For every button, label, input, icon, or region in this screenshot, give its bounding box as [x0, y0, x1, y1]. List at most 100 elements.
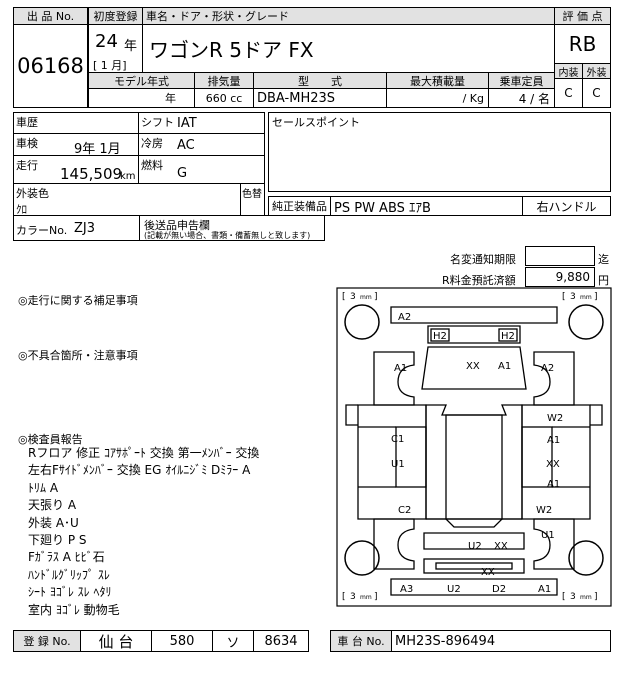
max-load: / Kg: [386, 88, 489, 108]
mark-rear-panel: XX: [481, 567, 495, 578]
registration-label: 登 録 No.: [13, 630, 81, 652]
cabin-outline: [425, 404, 523, 520]
mark-right-front-top: W2: [547, 413, 563, 424]
rear-bumper: [390, 578, 558, 596]
mark-tailgate-left: U2: [468, 541, 482, 552]
tire-depth-fl-close: ]: [374, 292, 378, 302]
mark-fender-right: A2: [541, 363, 554, 374]
headlight-left: [430, 328, 450, 342]
model-type: DBA-MH23S: [253, 88, 387, 108]
mark-rear-bumper-corner: A1: [538, 584, 551, 595]
name-change-label: 名変通知期限: [450, 253, 516, 266]
tire-depth-rl: 3: [350, 592, 356, 602]
tire-front-right: [568, 304, 604, 340]
fuel-cell: 燃料 G: [138, 155, 265, 184]
steering-side: 右ハンドル: [522, 196, 611, 216]
tire-rear-right: [568, 540, 604, 576]
rear-window-line: [426, 518, 522, 528]
history-label: 車歴: [16, 116, 38, 129]
type-label: 型 式: [253, 72, 387, 89]
first-registration-year: 24: [95, 31, 118, 52]
tire-depth-fr-unit: mm: [580, 294, 592, 301]
lot-number: 06168: [13, 24, 88, 108]
report-line: Rフロア 修正 ｺｱｻﾎﾟｰﾄ 交換 第一ﾒﾝﾊﾞｰ 交換: [28, 446, 260, 460]
sales-points-box: セールスポイント: [268, 112, 611, 192]
exterior-color-label: 外装色: [16, 187, 49, 200]
exterior-color-value: ｸﾛ: [16, 203, 27, 216]
tire-depth-fl: 3: [350, 292, 356, 302]
car-name: ワゴンR 5ドア FX: [142, 24, 555, 73]
mark-left-rear-fender: C2: [398, 505, 411, 516]
interior-grade-label: 内装: [554, 63, 583, 79]
max-load-label: 最大積載量: [386, 72, 489, 89]
seating-capacity: 4 / 名: [488, 88, 555, 108]
report-line: ﾄﾘﾑ A: [28, 480, 59, 495]
mileage-unit: km: [120, 171, 136, 182]
equipment-value: PS PW ABS ｴｱB: [330, 196, 523, 216]
name-change-unit: 迄: [598, 253, 609, 266]
inspector-report-lines: Rフロア 修正 ｺｱｻﾎﾟｰﾄ 交換 第一ﾒﾝﾊﾞｰ 交換 左右Fｻｲﾄﾞﾒﾝﾊ…: [28, 445, 328, 619]
tire-depth-rl-open: [: [342, 592, 346, 602]
mark-hood-left: XX: [466, 361, 480, 372]
grade-score: RB: [554, 24, 611, 64]
mirror-right: [590, 404, 603, 426]
tailgate: [423, 532, 525, 550]
mark-right-rear-fender: W2: [536, 505, 552, 516]
docs-note: (記載が無い場合、書類・備蓄無しと致します): [144, 231, 311, 240]
car-name-label: 車名・ドア・形状・グレード: [142, 7, 555, 25]
shift-cell: シフト IAT: [138, 112, 265, 134]
mark-hood-right: A1: [498, 361, 511, 372]
mark-rear-bumper-left: A3: [400, 584, 413, 595]
mileage-label: 走行: [16, 159, 38, 172]
mark-rear-bumper-right: D2: [492, 584, 506, 595]
tire-rear-left: [344, 540, 380, 576]
driving-notes-label: ◎走行に関する補足事項: [18, 294, 138, 307]
sales-points-label: セールスポイント: [272, 116, 360, 129]
docs-cell: 後送品申告欄 (記載が無い場合、書類・備蓄無しと致します): [139, 215, 325, 241]
mileage-cell: 走行 145,509 km: [13, 155, 139, 184]
first-registration-month: [ 1 月]: [93, 59, 127, 72]
rear-fender-right: [533, 518, 575, 570]
docs-label: 後送品申告欄: [144, 219, 210, 232]
mark-right-rear-lower: U1: [541, 530, 555, 541]
report-line: 外装 A･U: [28, 515, 79, 530]
displacement: 660 cc: [194, 88, 254, 108]
color-no-value: ZJ3: [74, 221, 96, 236]
recycle-fee-unit: 円: [598, 274, 609, 287]
year-unit: 年: [124, 39, 138, 54]
mark-tailgate-right: XX: [494, 541, 508, 552]
tire-depth-rr-unit: mm: [580, 594, 592, 601]
rear-fender-left: [373, 518, 415, 570]
mark-fender-left: A1: [394, 363, 407, 374]
inspection-cell: 車検 9年 1月: [13, 133, 139, 157]
grille: [427, 325, 521, 344]
inspector-report-label: ◎検査員報告: [18, 433, 83, 446]
chassis-number: MH23S-896494: [391, 630, 611, 652]
report-line: 下廻り P S: [28, 533, 87, 548]
tire-depth-rr-close: ]: [594, 592, 598, 602]
tire-depth-rr-open: [: [562, 592, 566, 602]
name-change-value: [525, 246, 595, 266]
mark-left-door-front: C1: [391, 434, 404, 445]
equipment-label: 純正装備品: [268, 196, 331, 216]
ac-label: 冷房: [141, 137, 163, 150]
diagram-frame: [336, 287, 612, 607]
report-line: ｼｰﾄ ﾖｺﾞﾚ ｽﾚ ﾍﾀﾘ: [28, 585, 112, 600]
shift-label: シフト: [141, 116, 174, 129]
exterior-color-cell: 外装色 ｸﾛ: [13, 183, 241, 216]
lot-number-label: 出 品 No.: [13, 7, 88, 25]
ac-cell: 冷房 AC: [138, 133, 265, 156]
report-line: ﾊﾝﾄﾞﾙｸﾞﾘｯﾌﾟ ｽﾚ: [28, 567, 110, 582]
inspection-label: 車検: [16, 137, 38, 150]
report-line: 左右Fｻｲﾄﾞﾒﾝﾊﾞｰ 交換 EG ｵｲﾙﾆｼﾞﾐ Dﾐﾗｰ A: [28, 463, 251, 478]
ac-value: AC: [177, 138, 195, 153]
front-fender-right: [533, 351, 575, 406]
rear-panel: [423, 558, 525, 574]
grade-label: 評 価 点: [554, 7, 611, 25]
tire-depth-fl-unit: mm: [360, 294, 372, 301]
mark-rear-bumper-center: U2: [447, 584, 461, 595]
fuel-label: 燃料: [141, 159, 163, 172]
inspection-value: 9年 1月: [74, 142, 121, 157]
first-registration-label: 初度登録: [88, 7, 143, 25]
tire-depth-rl-close: ]: [374, 592, 378, 602]
